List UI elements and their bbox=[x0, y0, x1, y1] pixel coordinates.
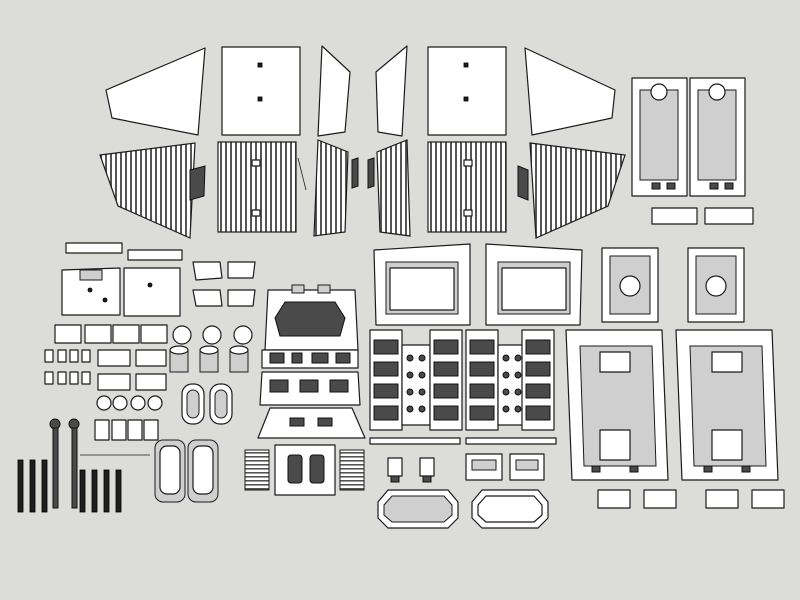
base-plate-left bbox=[61, 267, 121, 316]
wing-panel-right-outer bbox=[524, 47, 616, 136]
machinery-grid-1 bbox=[401, 344, 431, 426]
grille-right bbox=[339, 449, 365, 491]
grille-left bbox=[244, 449, 270, 491]
ribbed-panel-left-inner bbox=[313, 139, 359, 237]
base-frame-right bbox=[675, 329, 779, 481]
pedestal-box-left bbox=[601, 247, 659, 323]
machinery-strip-3 bbox=[465, 329, 499, 431]
thrusters-large bbox=[154, 439, 219, 503]
thin-bar bbox=[465, 437, 557, 445]
engine-block bbox=[274, 444, 336, 496]
small-pegs bbox=[44, 349, 91, 385]
long-tray-right bbox=[689, 77, 746, 197]
cannons bbox=[49, 418, 80, 509]
wing-panel-right-mid bbox=[427, 46, 507, 136]
small-plate bbox=[704, 207, 754, 225]
wing-panel-left-mid bbox=[221, 46, 301, 136]
fittings bbox=[387, 457, 435, 483]
pedestal-box-right bbox=[687, 247, 745, 323]
wing-panel-left-inner bbox=[317, 45, 351, 137]
boxes-small bbox=[465, 453, 545, 481]
floor-tiles bbox=[597, 489, 785, 509]
long-bracket bbox=[65, 242, 183, 261]
round-buttons bbox=[96, 325, 253, 411]
base-frame-left bbox=[565, 329, 669, 481]
octagon-plate-right bbox=[471, 489, 549, 529]
clip-pair bbox=[192, 261, 256, 307]
ribbed-panel-left-mid bbox=[217, 141, 307, 233]
cockpit-base bbox=[257, 407, 366, 439]
black-antennas bbox=[17, 459, 122, 513]
machinery-strip-1 bbox=[369, 329, 403, 431]
connector-row bbox=[94, 419, 159, 441]
base-plate-right bbox=[123, 267, 181, 317]
machinery-strip-2 bbox=[429, 329, 463, 431]
wing-panel-right-inner bbox=[375, 45, 408, 137]
octagon-plate-left bbox=[377, 489, 459, 529]
wing-panel-left-outer bbox=[105, 47, 206, 136]
small-plate bbox=[651, 207, 698, 225]
open-box-left bbox=[373, 243, 471, 326]
small-blocks bbox=[97, 349, 167, 391]
cockpit-top bbox=[264, 284, 359, 351]
cylinders bbox=[169, 345, 249, 373]
machinery-grid-2 bbox=[497, 344, 527, 426]
oval-rings bbox=[181, 383, 233, 425]
ribbed-panel-right-mid bbox=[427, 141, 507, 233]
clip-row-1 bbox=[54, 324, 168, 344]
ribbed-panel-right-inner bbox=[367, 139, 411, 237]
open-box-right bbox=[485, 243, 583, 326]
cockpit-console bbox=[261, 349, 359, 369]
machinery-strip-4 bbox=[521, 329, 555, 431]
ribbed-panel-left-outer bbox=[99, 142, 206, 239]
thin-bar bbox=[369, 437, 461, 445]
cockpit-floor bbox=[259, 371, 361, 406]
ribbed-panel-right-outer bbox=[517, 142, 626, 239]
long-tray-left bbox=[631, 77, 688, 197]
